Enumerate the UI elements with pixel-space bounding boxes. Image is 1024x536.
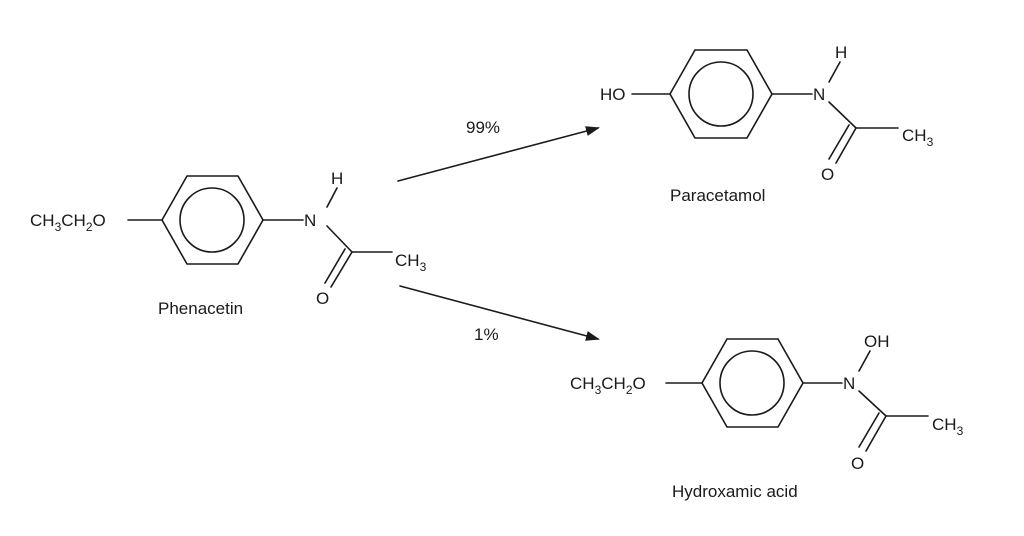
paracetamol-carbonyl-o: O [821,165,834,184]
phenacetin-n-atom: N [304,211,316,230]
paracetamol-structure: HO N H O CH3 Paracetamol [600,43,934,205]
hydroxamic-aromatic-circle [719,350,785,416]
hydroxamic-oh-label: OH [864,332,890,351]
paracetamol-name: Paracetamol [670,186,765,205]
arrow-to-hydroxamic-acid [399,285,600,341]
hydroxamic-carbonyl-o: O [851,454,864,473]
phenacetin-benzene-ring [161,175,264,265]
paracetamol-hydroxy-label: HO [600,85,626,104]
hydroxamic-benzene-ring [701,338,804,428]
phenacetin-carbonyl-o: O [316,289,329,308]
phenacetin-c-o-bond-1 [330,251,353,288]
hydroxamic-n-c-bond [858,390,887,417]
paracetamol-n-atom: N [813,85,825,104]
hydroxamic-acid-structure: CH3CH2O N OH O CH3 Hydroxamic acid [570,332,964,501]
hydroxamic-c-o-bond-2 [858,412,880,448]
phenacetin-structure: CH3CH2O N H O CH3 Phenacetin [30,169,427,318]
arrow-to-paracetamol [397,126,600,182]
phenacetin-methyl-label: CH3 [395,251,427,274]
phenacetin-c-o-bond-2 [324,248,346,284]
hydroxamic-ethoxy-label: CH3CH2O [570,374,646,397]
hydroxamic-acid-name: Hydroxamic acid [672,482,798,501]
paracetamol-c-o-bond-2 [828,124,850,160]
phenacetin-n-h-bond [326,187,338,208]
hydroxamic-n-atom: N [843,374,855,393]
paracetamol-yield-label: 99% [466,118,500,137]
hydroxamic-n-oh-bond [858,350,871,372]
phenacetin-n-c-bond [326,225,353,253]
paracetamol-n-c-bond [828,101,857,129]
phenacetin-name: Phenacetin [158,299,243,318]
hydroxamic-methyl-label: CH3 [932,415,964,438]
phenacetin-h-atom: H [331,169,343,188]
paracetamol-c-o-bond-1 [835,127,857,164]
paracetamol-n-h-bond [828,61,841,83]
paracetamol-h-atom: H [835,43,847,62]
paracetamol-aromatic-circle [688,61,754,127]
hydroxamic-acid-yield-label: 1% [474,325,499,344]
paracetamol-methyl-label: CH3 [902,126,934,149]
paracetamol-benzene-ring [669,49,773,139]
hydroxamic-c-o-bond-1 [865,415,887,452]
phenacetin-ethoxy-label: CH3CH2O [30,211,106,234]
phenacetin-aromatic-circle [179,187,245,253]
